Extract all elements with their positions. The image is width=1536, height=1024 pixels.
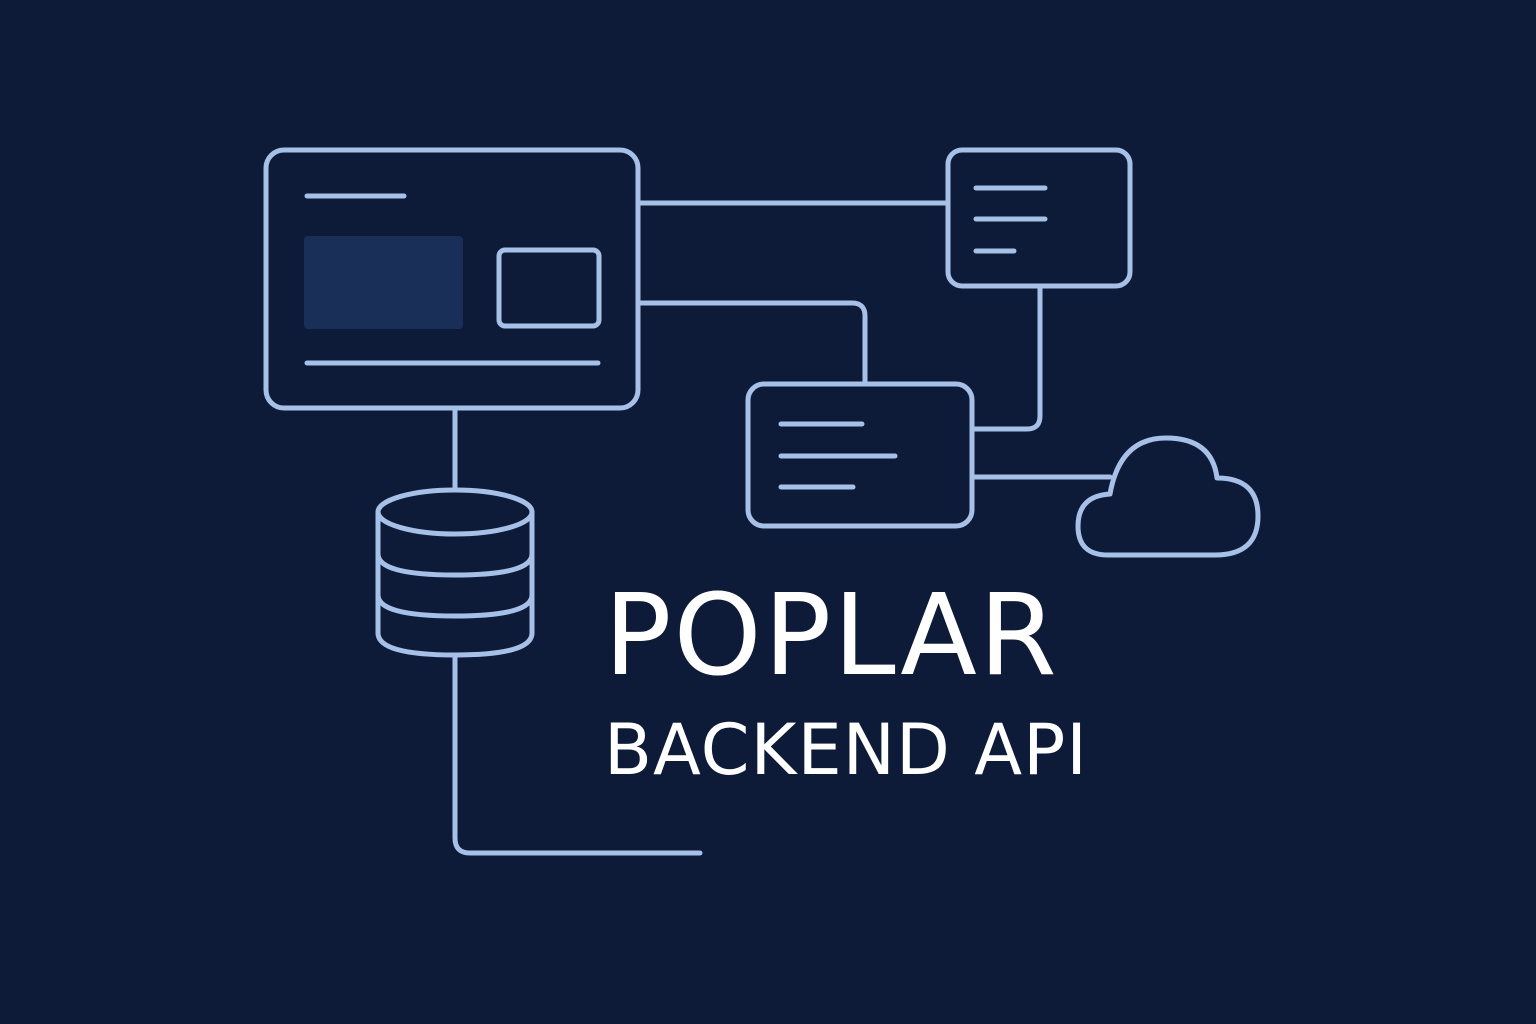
client-window <box>263 147 641 411</box>
service-card-top-right <box>945 147 1133 289</box>
connector-window-to-middle-card <box>635 300 868 387</box>
database-icon <box>375 487 535 658</box>
connector-database-to-baseline <box>452 652 703 856</box>
window-image-panel <box>304 236 463 329</box>
service-card-middle <box>745 381 975 529</box>
window-inner-box <box>496 247 602 329</box>
product-subtitle: BACKEND API <box>604 709 1088 791</box>
product-title: POPLAR <box>604 571 1059 701</box>
cloud-icon <box>1075 435 1261 558</box>
title-block: POPLAR BACKEND API <box>604 580 1088 790</box>
connector-top-card-to-middle-card <box>969 283 1043 432</box>
